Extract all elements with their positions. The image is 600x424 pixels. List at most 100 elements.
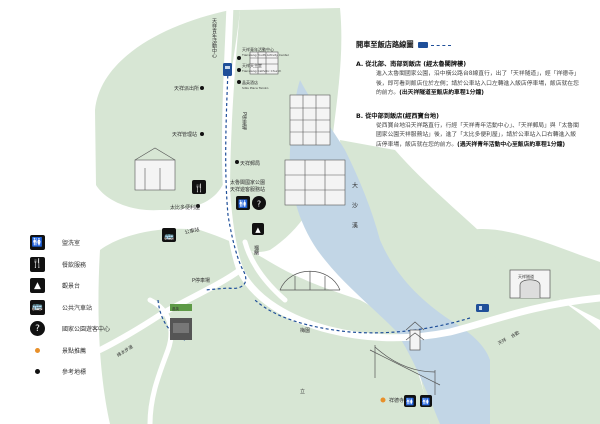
legend-item-visitor-center: ? 國家公園遊客中心 — [30, 318, 155, 340]
info-icon: ? — [30, 321, 45, 337]
legend-label: 國家公園遊客中心 — [62, 326, 111, 334]
legend-label: 盥洗室 — [62, 240, 81, 248]
svg-text:🚻: 🚻 — [238, 199, 248, 209]
landmark-dot-icon — [30, 369, 45, 375]
landmark-dot — [237, 80, 241, 84]
road-label-tianxiang-activity: 天祥青年活動中心 — [211, 18, 217, 58]
building-hotel — [170, 318, 192, 340]
restroom-icon-3: 🚻 — [420, 395, 432, 407]
label-tianxiang-road: 天祥 — [497, 336, 509, 347]
svg-text:🍴: 🍴 — [194, 183, 204, 193]
land-northwest — [95, 10, 240, 211]
label-activity-center: 天祥青年活動中心 — [242, 46, 274, 52]
legend-item-bus: 🚌 公共汽車站 — [30, 297, 155, 319]
label-hotel-small: 晶英 — [172, 306, 179, 311]
label-hehuan-road: 合歡 — [510, 329, 522, 340]
car-icon-north — [223, 63, 232, 76]
building-activity-center — [249, 51, 279, 75]
svg-text:?: ? — [257, 200, 261, 209]
building-visitor-center — [284, 159, 346, 206]
section-a-heading: A. 從北部、南部到飯店 (經太魯閣牌樓) — [356, 61, 467, 68]
label-pagoda: 祥德寺 — [389, 397, 404, 404]
landmark-dot — [235, 160, 239, 164]
legend-item-restroom: 🚻 盥洗室 — [30, 232, 155, 254]
route-line — [204, 69, 247, 291]
section-a-time: (出天祥隧道至飯店約車程1分鐘) — [399, 90, 484, 96]
section-b-time: (過天祥青年活動中心至飯店約車程1分鐘) — [457, 141, 566, 148]
building-catholic-church — [289, 94, 331, 146]
road-lower-loop — [147, 297, 174, 424]
panel-title: 開車至飯店路線圖 — [356, 40, 414, 49]
viewpoint-icon: ▲ — [30, 278, 45, 294]
road-west-branch — [97, 267, 243, 353]
label-road-shuanglian: 梅園 — [300, 327, 310, 334]
restroom-icon: 🚻 — [30, 235, 45, 251]
restaurant-icon: 🍴 — [192, 180, 206, 194]
label-catholic-church: 天祥天主堂 — [242, 62, 262, 68]
label-p-parking-1: P停車場 — [241, 112, 247, 131]
legend-label: 參考地標 — [62, 369, 87, 377]
restaurant-icon: 🍴 — [30, 256, 45, 272]
viewpoint-icon: ▲ — [252, 223, 264, 235]
legend-label: 餐飲服務 — [62, 261, 87, 269]
restroom-icon-2: 🚻 — [404, 395, 416, 407]
label-activity-center-en: Tianxiang Youth Activity Center — [241, 53, 290, 57]
landmark-dot — [196, 204, 200, 208]
bridge-sketch — [279, 270, 341, 291]
tunnel-sketch — [509, 269, 551, 299]
landmark-dot — [200, 132, 204, 136]
hotel-green-sign — [170, 304, 192, 311]
label-road-fulan: 福蘭 — [253, 244, 259, 256]
section-b-text: 從西寶台地沿天祥路直行，行經「天祥青年活動中心」、「天祥郵局」與「太魯閣國家公園… — [376, 122, 579, 148]
label-bus-station: 公車站 — [184, 226, 200, 236]
label-np-visitor-center: 太魯閣國家公園 — [230, 179, 265, 186]
suspension-bridge-sketch — [369, 345, 441, 395]
section-b-body: 從西寶台地沿天祥路直行，行經「天祥青年活動中心」、「天祥郵局」與「太魯閣國家公園… — [376, 122, 581, 151]
route-dash-icon — [430, 44, 451, 46]
label-tianxiang-post: 天祥郵局 — [240, 160, 260, 167]
car-icon — [417, 42, 428, 48]
section-a-body: 進入太魯閣國家公園，沿中橫公路台8線直行，出了「天祥隧道」，經「祥德寺」後，即可… — [376, 70, 581, 99]
legend-label: 觀景台 — [62, 283, 81, 291]
bus-icon: 🚌 — [30, 299, 45, 315]
svg-text:🚻: 🚻 — [406, 397, 415, 406]
legend-item-viewpoint: ▲ 觀景台 — [30, 275, 155, 297]
attraction-dot — [380, 397, 386, 403]
restroom-icon: 🚻 — [236, 196, 250, 210]
legend-item-landmark: 參考地標 — [30, 361, 155, 383]
label-hotel-en: Silks Place Taroko — [242, 86, 269, 90]
pagoda-sketch — [405, 321, 425, 351]
legend-item-attraction: 景點推薦 — [30, 340, 155, 362]
route-line-east — [254, 299, 471, 334]
label-p-parking-2: P停車場 — [192, 277, 210, 284]
label-tunnel: 天祥隧道 — [518, 273, 534, 279]
legend-label: 景點推薦 — [62, 347, 87, 355]
road-bridge — [242, 239, 288, 303]
building-tianxiang-police — [134, 147, 176, 191]
label-taibi-store: 太比多便利屋 — [170, 204, 200, 211]
bus-icon: 🚌 — [162, 228, 176, 242]
label-tianxiang-management: 天祥管理站 — [172, 131, 197, 138]
land-south — [98, 228, 430, 424]
map-legend: 🚻 盥洗室 🍴 餐飲服務 ▲ 觀景台 🚌 公共汽車站 ? 國家公園遊客中心 景點… — [30, 232, 155, 383]
label-np-visitor-center-2: 天祥遊客服務站 — [230, 186, 265, 193]
section-b-heading: B. 從中部到飯店(經西寶台地) — [356, 112, 439, 120]
svg-text:🚻: 🚻 — [422, 397, 431, 406]
landmark-dot — [200, 86, 204, 90]
label-catholic-church-en: Tianxiang Catholic Church — [241, 69, 281, 73]
label-river: 大沙溪 — [351, 181, 358, 242]
svg-text:▲: ▲ — [255, 226, 261, 234]
attraction-dot-icon — [30, 347, 45, 353]
legend-label: 公共汽車站 — [62, 304, 93, 312]
label-tianxiang-police: 天祥派出所 — [174, 85, 199, 92]
land-east — [340, 140, 600, 424]
label-hotel: 晶英酒店 — [242, 79, 258, 85]
label-dajun: 立 — [300, 388, 305, 395]
directions-panel: 開車至飯店路線圖 A. 從北部、南部到飯店 (經太魯閣牌樓) 進入太魯閣國家公園… — [356, 40, 581, 150]
info-icon: ? — [252, 196, 266, 210]
car-icon-east — [476, 304, 489, 312]
section-a-text: 進入太魯閣國家公園，沿中橫公路台8線直行，出了「天祥隧道」，經「祥德寺」後，即可… — [376, 71, 580, 96]
landmark-dot — [237, 68, 241, 72]
legend-item-restaurant: 🍴 餐飲服務 — [30, 254, 155, 276]
